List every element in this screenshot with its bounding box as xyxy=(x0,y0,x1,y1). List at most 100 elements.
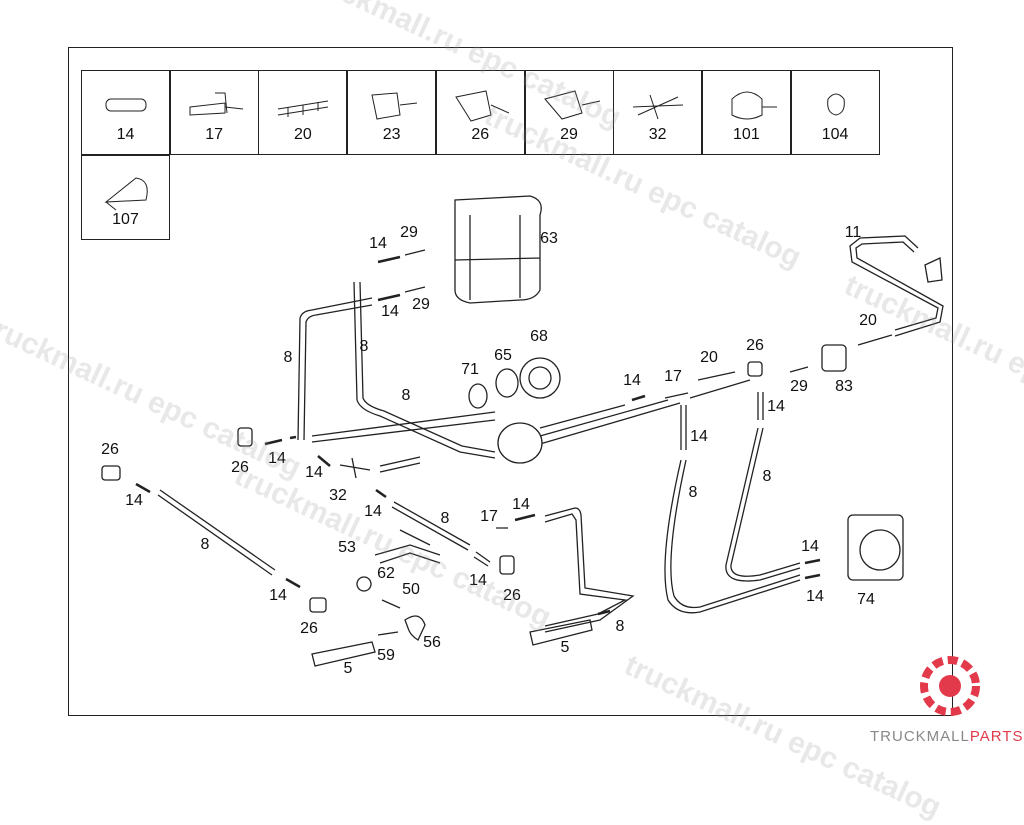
legend-cell-23: 23 xyxy=(347,70,437,155)
part-32-icon xyxy=(633,94,684,120)
tube-8-far-left xyxy=(157,489,276,576)
tube-8-mid xyxy=(353,281,496,459)
tube-8-lower-b xyxy=(311,419,496,443)
legend-part-number: 20 xyxy=(293,126,312,143)
components xyxy=(101,195,943,641)
tube-8-left-b xyxy=(303,304,373,441)
callout-20: 20 xyxy=(700,349,718,366)
callout-14: 14 xyxy=(767,398,785,415)
callout-71: 71 xyxy=(461,361,479,378)
tube-14-vertical-b xyxy=(757,392,764,420)
tube-8-down-right xyxy=(725,427,801,582)
tube-14-32 xyxy=(379,456,421,473)
legend-part-number: 32 xyxy=(648,126,667,143)
callout-14: 14 xyxy=(801,538,819,555)
callout-14: 14 xyxy=(269,587,287,604)
logo-gear xyxy=(920,656,980,716)
callout-20: 20 xyxy=(859,312,877,329)
part-104-icon xyxy=(826,93,845,116)
callout-14: 14 xyxy=(806,588,824,605)
callout-8: 8 xyxy=(762,468,772,485)
tube-8-down-left xyxy=(664,459,801,614)
callout-59: 59 xyxy=(377,647,395,664)
callout-26: 26 xyxy=(101,441,119,458)
callout-8: 8 xyxy=(615,618,625,635)
callout-29: 29 xyxy=(412,296,430,313)
callout-17: 17 xyxy=(664,368,682,385)
part-71 xyxy=(468,383,488,409)
tube-14-center xyxy=(473,551,491,567)
part-20-right xyxy=(697,334,893,381)
tube-8-center xyxy=(391,501,471,551)
tube-8-mid-b xyxy=(359,281,496,453)
tube-5-right xyxy=(529,619,593,646)
callout-8: 8 xyxy=(359,338,369,355)
callout-17: 17 xyxy=(480,508,498,525)
tube-right-a xyxy=(539,404,626,429)
callout-53: 53 xyxy=(338,539,356,556)
legend-part-number: 104 xyxy=(821,126,849,143)
callout-83: 83 xyxy=(835,378,853,395)
part-68-inner xyxy=(528,366,552,390)
parts-diagram xyxy=(101,195,944,667)
tube-8-lower xyxy=(311,411,496,437)
callout-8: 8 xyxy=(440,510,450,527)
callout-50: 50 xyxy=(402,581,420,598)
logo-text: TRUCKMALLPARTS xyxy=(870,728,1024,745)
tube-right-b xyxy=(539,399,669,437)
tube-11 xyxy=(849,235,944,337)
callout-68: 68 xyxy=(530,328,548,345)
callout-8: 8 xyxy=(688,484,698,501)
callout-56: 56 xyxy=(423,634,441,651)
callout-14: 14 xyxy=(369,235,387,252)
part-62 xyxy=(356,576,372,592)
legend-cell-107: 107 xyxy=(81,155,170,240)
callout-14: 14 xyxy=(268,450,286,467)
legend-part-number: 17 xyxy=(205,126,224,143)
valve-unit-center xyxy=(497,422,543,464)
part-23-icon xyxy=(371,92,418,120)
legend-cell-20: 20 xyxy=(258,70,348,155)
legend-part-number: 107 xyxy=(112,211,139,228)
diagram-frame xyxy=(68,47,953,716)
part-26-icon xyxy=(454,90,509,122)
logo-text-b: PARTS xyxy=(969,728,1024,745)
part-17-icon xyxy=(189,92,243,116)
callout-8: 8 xyxy=(200,536,210,553)
part-59 xyxy=(377,631,399,636)
callout-11: 11 xyxy=(844,224,862,241)
legend-part-number: 101 xyxy=(733,126,760,143)
part-107-icon xyxy=(104,177,148,211)
legend-part-number: 26 xyxy=(471,126,490,143)
legend-part-number: 23 xyxy=(382,126,401,143)
tube-14-vertical xyxy=(680,405,687,450)
part-29-icon xyxy=(543,90,600,120)
callout-14: 14 xyxy=(125,492,143,509)
callout-14: 14 xyxy=(512,496,530,513)
callout-26: 26 xyxy=(300,620,318,637)
callout-63: 63 xyxy=(540,230,558,247)
reservoir-63 xyxy=(454,195,542,304)
tube-hose-53 xyxy=(374,529,441,564)
callout-65: 65 xyxy=(494,347,512,364)
part-17-fittings xyxy=(496,392,689,529)
legend-part-number: 29 xyxy=(560,126,578,143)
callout-14: 14 xyxy=(364,503,382,520)
logo-text-a: TRUCKMALL xyxy=(870,728,970,745)
pump-74-fan xyxy=(859,529,901,571)
callout-14: 14 xyxy=(469,572,487,589)
part-26-far-left xyxy=(101,465,121,481)
part-11-end xyxy=(924,257,943,283)
part-29-fittings xyxy=(404,249,809,373)
legend-part-number: 14 xyxy=(116,126,135,143)
callout-29: 29 xyxy=(790,378,808,395)
callout-26: 26 xyxy=(746,337,764,354)
callout-14: 14 xyxy=(623,372,641,389)
tubes xyxy=(135,235,944,667)
part-56 xyxy=(404,615,426,641)
part-14-icon xyxy=(105,98,147,112)
callout-14: 14 xyxy=(690,428,708,445)
part-50 xyxy=(381,599,401,609)
part-26-right xyxy=(747,361,763,377)
tube-8-bottom xyxy=(544,507,635,633)
